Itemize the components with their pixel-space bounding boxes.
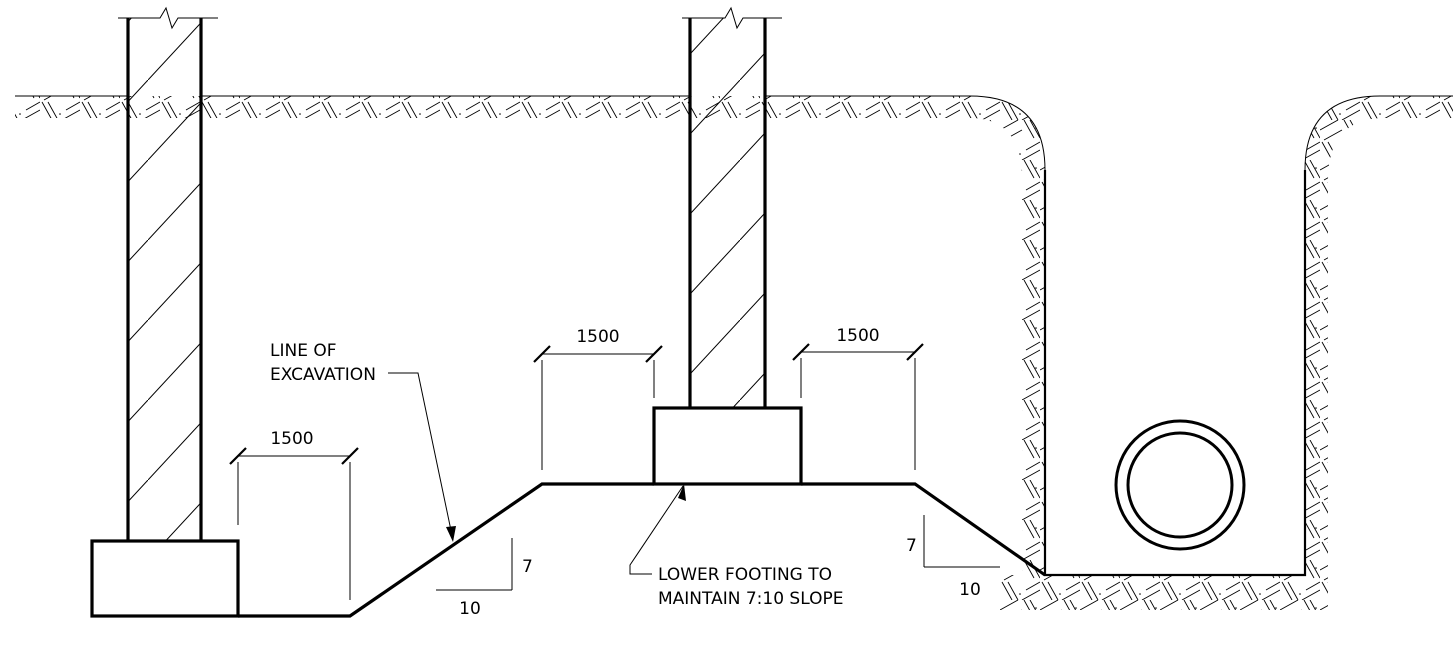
slope-marker-left: 7 10: [436, 538, 533, 619]
dimension-label: 1500: [576, 327, 619, 347]
dimension-center-right: 1500: [792, 326, 924, 470]
lower-footing-callout: LOWER FOOTING TO MAINTAIN 7:10 SLOPE: [629, 484, 843, 609]
ground-surface-hatch: [15, 96, 1453, 610]
line-of-excavation-callout: LINE OF EXCAVATION: [270, 341, 456, 542]
slope-rise-label: 7: [522, 557, 533, 577]
excavation-pit-outline: [1043, 170, 1307, 577]
dimension-label: 1500: [270, 429, 313, 449]
callout-text-line2: EXCAVATION: [270, 365, 376, 385]
callout-text-line2: MAINTAIN 7:10 SLOPE: [658, 589, 843, 609]
dimension-center-left: 1500: [533, 327, 663, 470]
left-column: [118, 6, 218, 541]
center-column: [682, 6, 782, 408]
left-footing: [90, 539, 240, 618]
center-footing: [652, 406, 803, 486]
slope-run-label: 10: [959, 580, 981, 600]
callout-text-line1: LOWER FOOTING TO: [658, 565, 832, 585]
arrowhead-icon: [446, 526, 456, 542]
ground-line: [15, 95, 1453, 171]
slope-run-label: 10: [459, 599, 481, 619]
slope-marker-right: 7 10: [906, 515, 1000, 600]
pipe-icon: [1114, 419, 1246, 551]
dimension-label: 1500: [836, 326, 879, 346]
break-line-symbol: [118, 6, 218, 30]
break-line-symbol: [682, 6, 782, 30]
callout-text-line1: LINE OF: [270, 341, 337, 361]
dimension-left: 1500: [229, 429, 359, 600]
line-of-excavation: [238, 482, 1046, 618]
slope-rise-label: 7: [906, 536, 917, 556]
arrowhead-icon: [678, 484, 686, 501]
